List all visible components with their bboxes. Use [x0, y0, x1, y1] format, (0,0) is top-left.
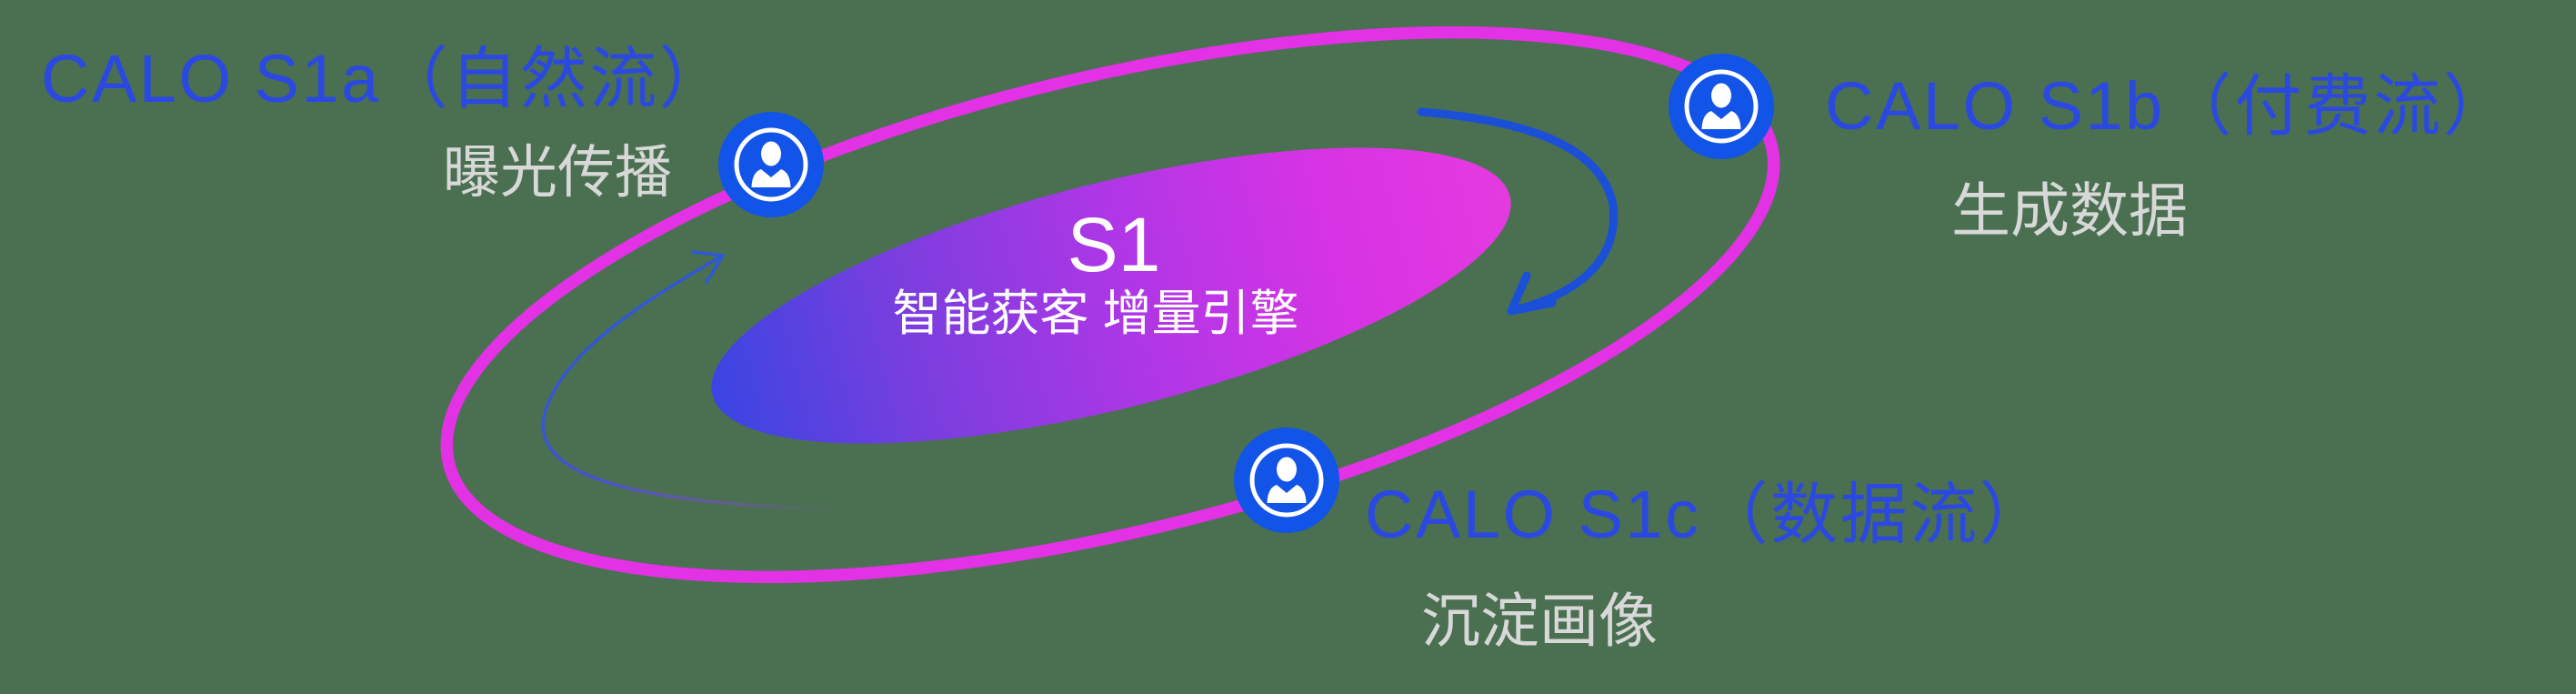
- label-calo-s1c: CALO S1c（数据流）: [1365, 477, 2050, 552]
- sublabel-s1c: 沉淀画像: [1421, 588, 1659, 654]
- center-ellipse: [711, 147, 1511, 444]
- label-calo-s1b: CALO S1b（付费流）: [1825, 68, 2513, 144]
- paid-flow-arrow: [1417, 107, 1619, 316]
- center-title: S1: [1067, 202, 1161, 287]
- user-icon-s1c: [1234, 427, 1339, 533]
- paid-flow-arrowhead: [1507, 271, 1557, 316]
- orbit-ring: [440, 25, 1780, 584]
- thin-flow-arrowhead: [691, 250, 726, 284]
- sublabel-s1a: 曝光传播: [443, 141, 672, 205]
- center-subtitle: 智能获客 增量引擎: [892, 287, 1299, 341]
- label-calo-s1a: CALO S1a（自然流）: [41, 41, 729, 116]
- user-icon-s1b: [1669, 54, 1774, 159]
- user-icon-s1a: [718, 112, 824, 217]
- sublabel-s1b: 生成数据: [1951, 177, 2189, 244]
- thin-flow-arrow: [541, 254, 839, 511]
